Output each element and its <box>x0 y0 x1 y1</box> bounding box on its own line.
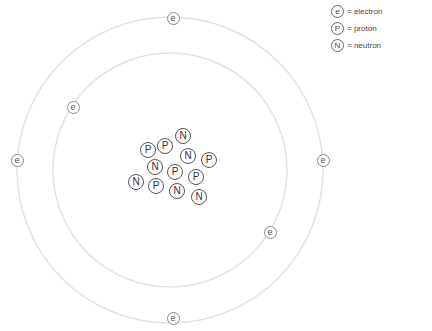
circle-shape <box>158 139 173 154</box>
legend-row: e = electron <box>331 5 382 18</box>
circle-shape <box>317 154 329 166</box>
circle-shape <box>192 190 207 205</box>
proton-circle: P <box>157 138 173 154</box>
circle-shape <box>168 165 183 180</box>
circle-shape <box>11 154 23 166</box>
electron-letter: e <box>14 156 19 165</box>
neutron-letter: N <box>132 177 139 187</box>
proton-letter: P <box>172 167 179 177</box>
neutron-circle: N <box>191 189 207 205</box>
circle-shape <box>167 312 179 324</box>
electron-circle: e <box>67 101 80 114</box>
legend: e = electronP = protonN = neutron <box>331 5 382 56</box>
neutron-circle: N <box>180 148 196 164</box>
electron-letter: e <box>267 228 272 237</box>
legend-row: N = neutron <box>331 39 382 52</box>
neutron-letter: N <box>184 151 191 161</box>
neutron-circle: N <box>169 183 185 199</box>
circle-shape <box>129 175 144 190</box>
inner-orbit <box>53 53 287 287</box>
neutron-letter: N <box>151 162 158 172</box>
legend-text: = electron <box>347 8 382 16</box>
electron-circle: e <box>317 154 330 167</box>
circle-shape <box>264 226 276 238</box>
electron-circle: e <box>167 12 180 25</box>
legend-symbol-letter: P <box>335 25 340 33</box>
proton-letter: P <box>153 181 160 191</box>
circle-shape <box>149 179 164 194</box>
legend-symbol: N <box>331 39 344 52</box>
legend-text: = neutron <box>347 42 381 50</box>
electron-letter: e <box>170 314 175 323</box>
circle-shape <box>181 149 196 164</box>
neutron-circle: N <box>147 159 163 175</box>
legend-symbol-circle <box>332 23 344 35</box>
circle-shape <box>170 184 185 199</box>
neutron-letter: N <box>179 131 186 141</box>
proton-letter: P <box>206 155 213 165</box>
proton-letter: P <box>162 141 169 151</box>
electron-circle: e <box>11 154 24 167</box>
circle-shape <box>141 143 156 158</box>
proton-letter: P <box>193 172 200 182</box>
electron-letter: e <box>70 103 75 112</box>
electron-circle: e <box>167 312 180 325</box>
outer-orbit <box>17 17 323 323</box>
proton-circle: P <box>140 142 156 158</box>
electron-letter: e <box>170 14 175 23</box>
proton-circle: P <box>167 164 183 180</box>
proton-circle: P <box>201 152 217 168</box>
electron-letter: e <box>320 156 325 165</box>
circle-shape <box>167 12 179 24</box>
neutron-circle: N <box>175 128 191 144</box>
legend-symbol-circle <box>332 6 344 18</box>
legend-symbol-letter: N <box>335 42 341 50</box>
legend-row: P = proton <box>331 22 382 35</box>
proton-circle: P <box>148 178 164 194</box>
proton-circle: P <box>188 169 204 185</box>
circle-shape <box>189 170 204 185</box>
circle-shape <box>202 153 217 168</box>
legend-symbol: e <box>331 5 344 18</box>
circle-shape <box>67 101 79 113</box>
neutron-circle: N <box>128 174 144 190</box>
proton-letter: P <box>145 145 152 155</box>
circle-shape <box>176 129 191 144</box>
legend-symbol: P <box>331 22 344 35</box>
legend-symbol-letter: e <box>335 8 339 16</box>
neutron-letter: N <box>195 192 202 202</box>
legend-symbol-circle <box>332 40 344 52</box>
electron-circle: e <box>264 226 277 239</box>
legend-text: = proton <box>347 25 377 33</box>
neutron-letter: N <box>173 186 180 196</box>
circle-shape <box>148 160 163 175</box>
